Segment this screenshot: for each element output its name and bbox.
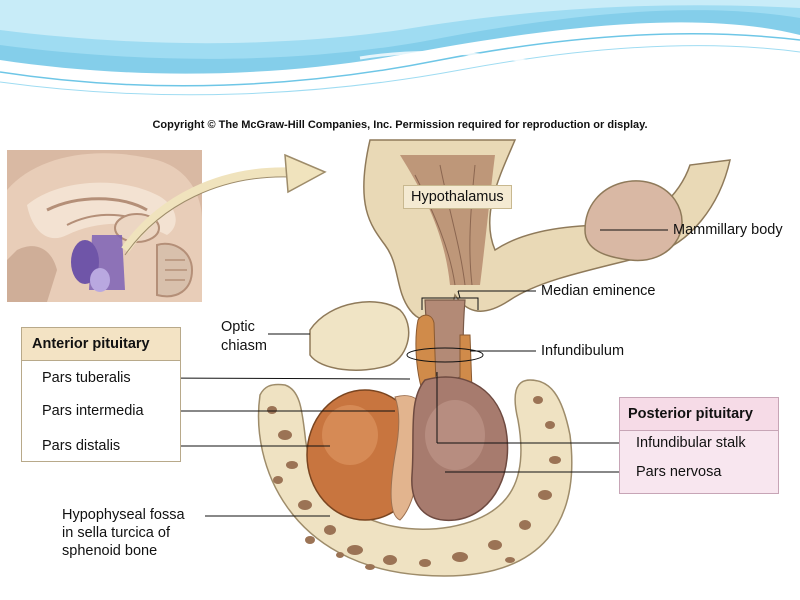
hypothalamus-label: Hypothalamus: [403, 185, 512, 209]
zoom-arrow-icon: [121, 153, 327, 256]
optic-chiasm-shape: [309, 301, 410, 371]
anterior-pituitary-box: Anterior pituitary: [21, 327, 181, 462]
hypophyseal-fossa-label-line1: Hypophyseal fossa: [62, 507, 185, 523]
posterior-pituitary-title: Posterior pituitary: [620, 398, 778, 431]
mammillary-body-shape: [584, 180, 683, 262]
optic-chiasm-label-line2: chiasm: [221, 338, 267, 354]
median-eminence-label: Median eminence: [541, 283, 656, 299]
posterior-pituitary-box: Posterior pituitary: [619, 397, 779, 494]
infundibular-stalk-label: Infundibular stalk: [636, 435, 746, 451]
hypophyseal-fossa-label-line2: in sella turcica of: [62, 525, 170, 541]
mammillary-body-label: Mammillary body: [673, 222, 783, 238]
pars-nervosa-label: Pars nervosa: [636, 464, 722, 480]
hypophyseal-fossa-label-line3: sphenoid bone: [62, 543, 158, 559]
pars-distalis-label: Pars distalis: [42, 438, 121, 454]
infundibulum-label: Infundibulum: [541, 343, 625, 359]
pars-intermedia-label: Pars intermedia: [42, 403, 144, 419]
header-wave-decoration: [0, 0, 800, 96]
sella-turcica-bone: [257, 379, 573, 577]
copyright-notice: Copyright © The McGraw-Hill Companies, I…: [152, 119, 648, 131]
pars-tuberalis-label: Pars tuberalis: [42, 370, 131, 386]
optic-chiasm-label-line1: Optic: [221, 319, 255, 335]
anterior-pituitary-title: Anterior pituitary: [22, 328, 180, 361]
brain-inset-image: [7, 150, 202, 302]
